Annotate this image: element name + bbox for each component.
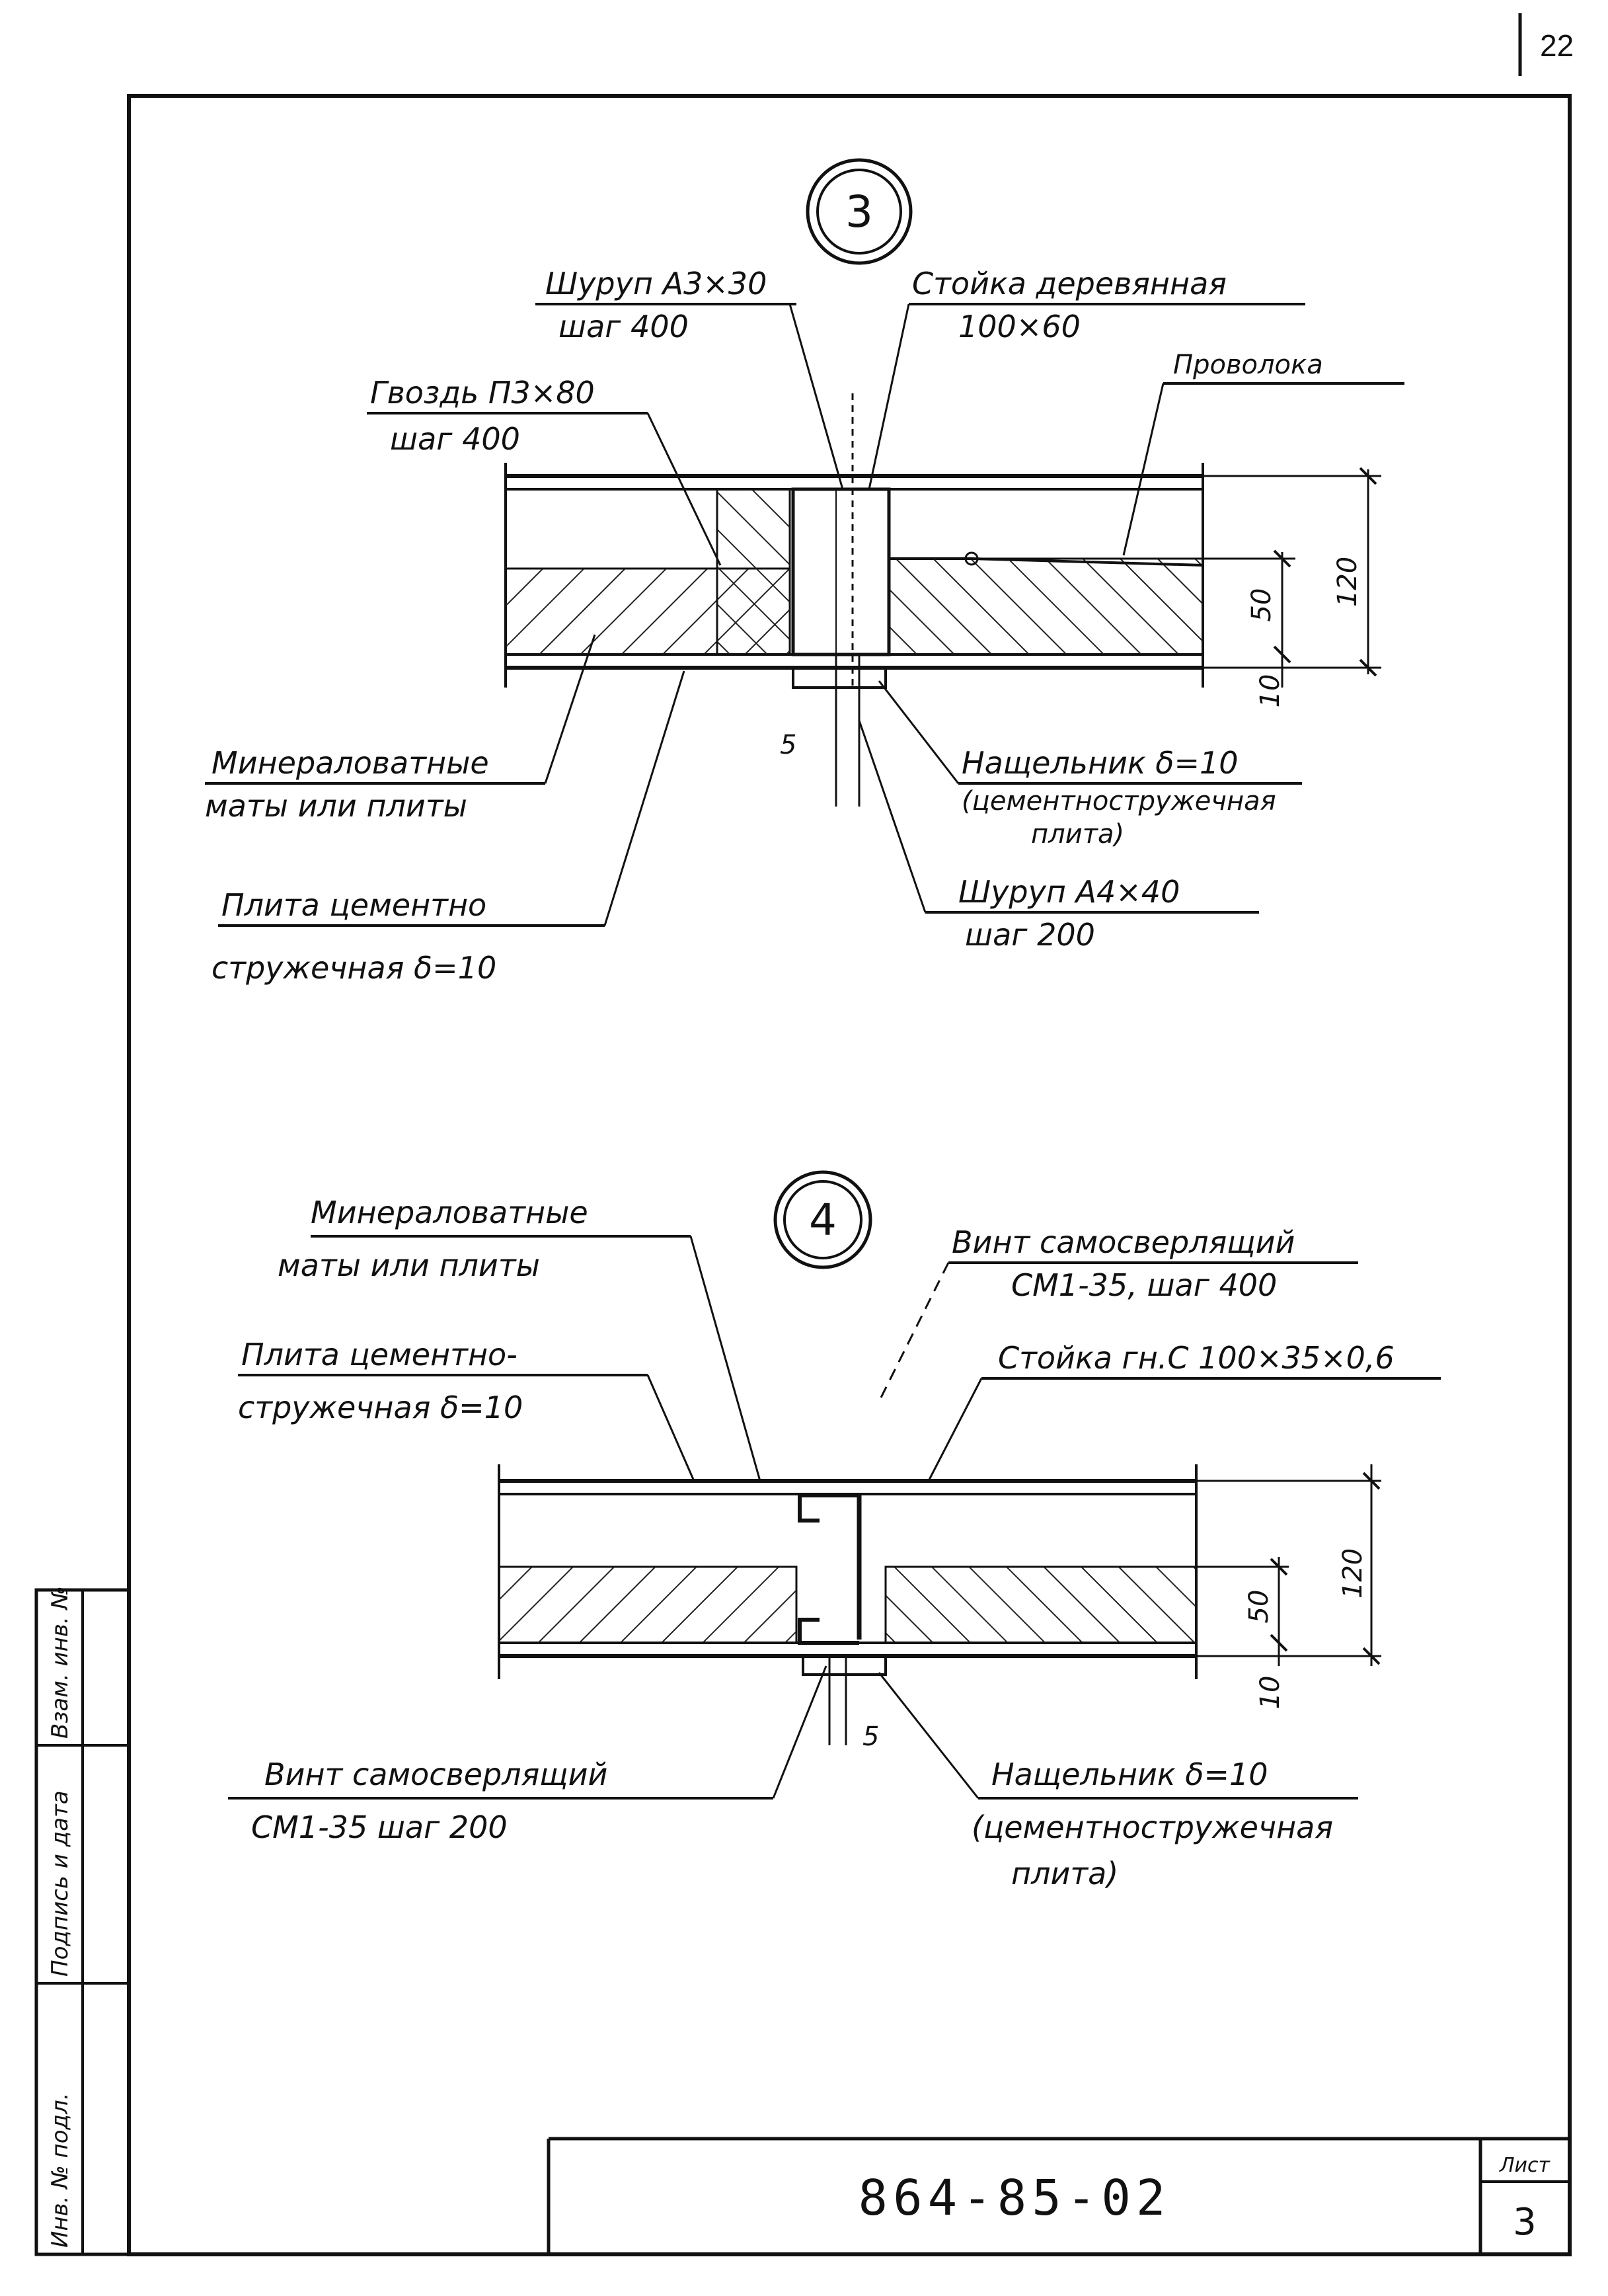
detail-3-stud: Стойка деревянная bbox=[912, 266, 1227, 301]
page-number: 22 bbox=[1540, 28, 1574, 63]
detail-3-dim-50: 50 bbox=[1246, 588, 1277, 622]
detail-4-dimensions: 120 50 10 5 bbox=[862, 1464, 1381, 1752]
detail-4-board-2: стружечная δ=10 bbox=[238, 1390, 523, 1425]
detail-3-screw-bottom-step: шаг 200 bbox=[965, 917, 1095, 953]
detail-4-stud: Стойка гн.С 100×35×0,6 bbox=[998, 1340, 1395, 1376]
detail-4-cover: Нащельник δ=10 bbox=[991, 1757, 1268, 1792]
detail-4-cover-3: плита) bbox=[1011, 1856, 1118, 1891]
side-stamp-replacement: Взам. инв. № bbox=[47, 1586, 73, 1739]
detail-4-dim-10: 10 bbox=[1255, 1676, 1285, 1710]
detail-4-mineral-2: маты или плиты bbox=[278, 1247, 540, 1283]
detail-4-number: 4 bbox=[809, 1195, 837, 1246]
detail-3: 3 bbox=[205, 158, 1404, 986]
detail-4-screw-top-2: СМ1-35, шаг 400 bbox=[1011, 1267, 1277, 1303]
sheet-label: Лист bbox=[1499, 2154, 1551, 2177]
detail-3-dim-10: 10 bbox=[1255, 674, 1285, 708]
detail-3-marker: 3 bbox=[806, 158, 913, 265]
detail-4-screw-bottom: Винт самосверлящий bbox=[264, 1757, 607, 1792]
detail-4-board-1: Плита цементно- bbox=[241, 1337, 517, 1372]
detail-4-dim-120: 120 bbox=[1338, 1548, 1368, 1599]
drawing-frame bbox=[127, 94, 1572, 2256]
detail-3-mineral-2: маты или плиты bbox=[205, 788, 467, 824]
detail-3-nail: Гвоздь П3×80 bbox=[370, 375, 595, 411]
detail-4-mineral-1: Минераловатные bbox=[311, 1195, 588, 1230]
detail-3-dimensions: 120 50 10 5 bbox=[780, 467, 1381, 760]
detail-3-dim-5: 5 bbox=[780, 730, 796, 760]
detail-3-stud-size: 100×60 bbox=[958, 309, 1081, 344]
detail-4-marker: 4 bbox=[773, 1170, 872, 1269]
detail-3-wire: Проволока bbox=[1173, 350, 1323, 380]
detail-3-cover-2: (цементностружечная bbox=[962, 786, 1276, 816]
detail-4-cover-2: (цементностружечная bbox=[972, 1809, 1333, 1845]
detail-3-screw-bottom: Шуруп А4×40 bbox=[958, 874, 1180, 910]
detail-3-section bbox=[504, 393, 1204, 807]
detail-3-screw-top: Шуруп А3×30 bbox=[545, 266, 767, 301]
detail-3-board-1: Плита цементно bbox=[221, 887, 486, 923]
side-stamp-signature: Подпись и дата bbox=[47, 1790, 73, 1977]
detail-4-screw-bottom-2: СМ1-35 шаг 200 bbox=[251, 1809, 508, 1845]
detail-3-nail-step: шаг 400 bbox=[390, 421, 520, 457]
detail-3-board-2: стружечная δ=10 bbox=[211, 950, 496, 986]
detail-4-screw-top: Винт самосверлящий bbox=[952, 1224, 1295, 1260]
detail-4-dim-5: 5 bbox=[862, 1722, 879, 1752]
side-stamp-inventory: Инв. № подл. bbox=[47, 2092, 73, 2248]
detail-4-callouts: Минераловатные маты или плиты Винт самос… bbox=[228, 1195, 1441, 1891]
detail-3-cover: Нащельник δ=10 bbox=[962, 745, 1239, 781]
title-block: 864-85-02 Лист 3 bbox=[547, 2137, 1570, 2254]
detail-3-dim-120: 120 bbox=[1332, 557, 1363, 607]
detail-3-callouts: Шуруп А3×30 шаг 400 Стойка деревянная 10… bbox=[205, 266, 1404, 986]
document-code: 864-85-02 bbox=[859, 2170, 1171, 2227]
detail-3-screw-top-step: шаг 400 bbox=[558, 309, 689, 344]
side-stamp: Инв. № подл. Подпись и дата Взам. инв. № bbox=[34, 1586, 131, 2256]
sheet-number: 3 bbox=[1513, 2201, 1537, 2244]
detail-3-cover-3: плита) bbox=[1031, 819, 1124, 850]
detail-4-section bbox=[498, 1464, 1198, 1745]
detail-4-dim-50: 50 bbox=[1244, 1590, 1274, 1624]
detail-3-mineral-1: Минераловатные bbox=[211, 745, 489, 781]
detail-3-number: 3 bbox=[845, 186, 873, 237]
detail-4: 4 bbox=[228, 1170, 1441, 1891]
page-number-block: 22 bbox=[1518, 13, 1574, 76]
